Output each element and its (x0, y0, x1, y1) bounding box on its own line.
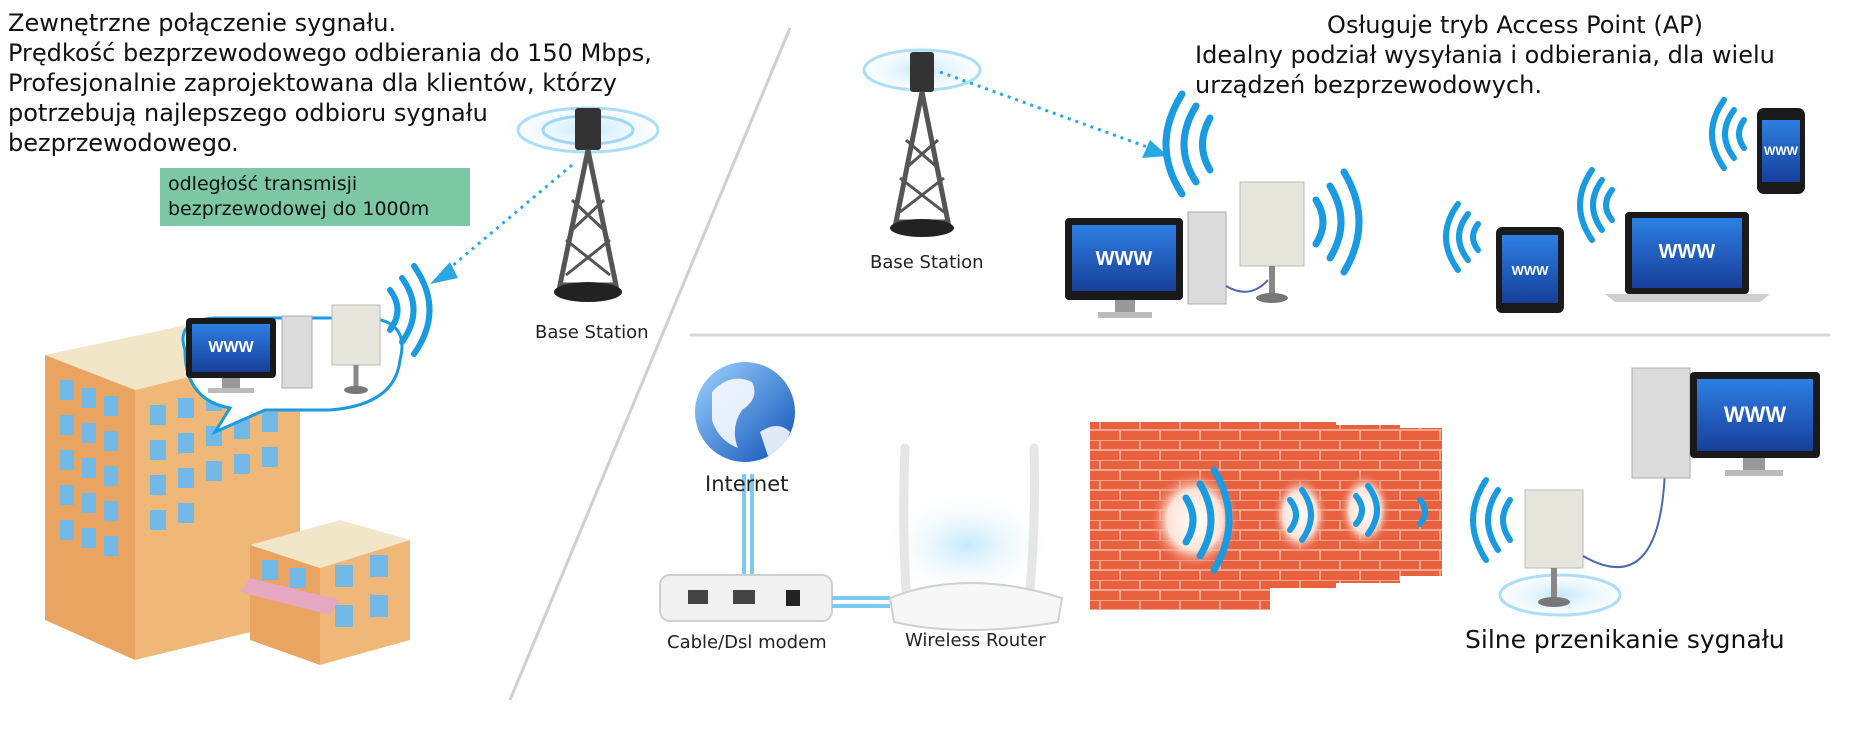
screen-www-ap-tablet: WWW (1512, 263, 1550, 278)
screen-www-bottom: WWW (1724, 402, 1787, 427)
range-label: odległość transmisji bezprzewodowej do 1… (160, 168, 470, 226)
range-line-2: bezprzewodowej do 1000m (168, 198, 430, 220)
left-base-station-label: Base Station (535, 322, 649, 343)
left-computer-bubble (181, 263, 433, 436)
router-device (877, 443, 1064, 631)
ap-feature-text: Osługuje tryb Access Point (AP) Idealny … (1195, 10, 1835, 100)
ap-line-1: Idealny podział wysyłania i odbierania, … (1195, 41, 1775, 69)
ap-smartphone (1709, 97, 1805, 194)
left-line-3: Profesjonalnie zaprojektowana dla klient… (8, 69, 617, 97)
screen-www-left: WWW (208, 339, 254, 356)
ap-base-station (842, 40, 1002, 237)
left-line-1: Zewnętrzne połączenie sygnału. (8, 9, 397, 37)
screen-www-ap-desktop: WWW (1096, 248, 1153, 270)
screen-labels: WWW WWW WWW WWW WWW WWW (208, 144, 1798, 427)
screen-www-ap-laptop: WWW (1659, 241, 1716, 263)
ap-desktop-computer (1065, 90, 1363, 318)
left-signal-arrow (430, 163, 573, 284)
left-feature-text: Zewnętrzne połączenie sygnału. Prędkość … (8, 8, 728, 158)
penetration-label: Silne przenikanie sygnału (1465, 625, 1785, 654)
modem-device (659, 574, 890, 622)
ap-line-2: urządzeń bezprzewodowych. (1195, 71, 1542, 99)
brick-walls (1090, 422, 1442, 610)
router-label: Wireless Router (905, 630, 1046, 651)
modem-label: Cable/Dsl modem (667, 632, 827, 653)
panel-dividers (508, 27, 1830, 701)
ap-title: Osługuje tryb Access Point (AP) (1327, 11, 1703, 39)
small-building (240, 520, 410, 665)
ap-signal-arrow (939, 70, 1168, 158)
left-line-4: potrzebują najlepszego odbioru sygnału (8, 99, 488, 127)
internet-label: Internet (705, 472, 789, 496)
screen-www-ap-phone: WWW (1764, 144, 1799, 158)
ap-laptop (1577, 167, 1770, 302)
ap-base-station-label: Base Station (870, 252, 984, 273)
left-line-5: bezprzewodowego. (8, 129, 239, 157)
ap-tablet (1443, 201, 1564, 313)
left-line-2: Prędkość bezprzewodowego odbierania do 1… (8, 39, 652, 67)
internet-globe (695, 362, 795, 575)
left-base-station (493, 98, 683, 302)
bottom-receiver-computer (1470, 367, 1820, 625)
range-line-1: odległość transmisji (168, 173, 358, 195)
